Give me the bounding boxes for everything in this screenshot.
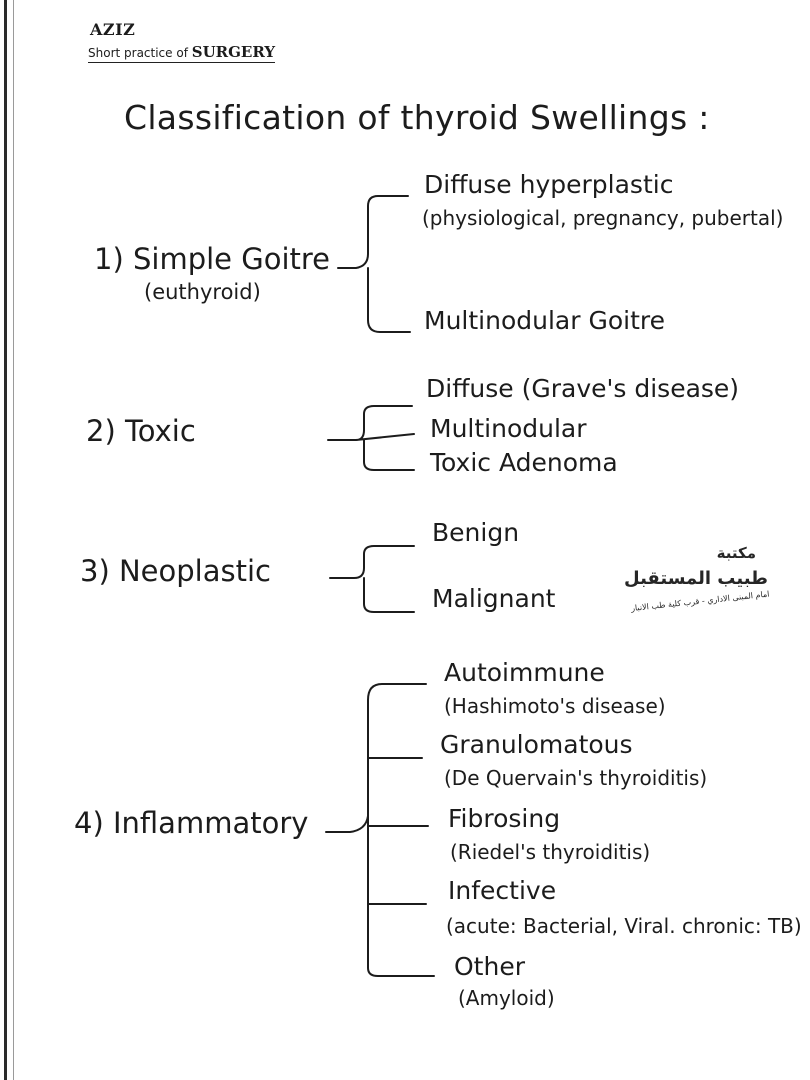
item-other: Other [454,952,525,981]
item-diffuse-graves: Diffuse (Grave's disease) [426,374,740,403]
item-multinodular: Multinodular [430,414,587,443]
item-fibrosing-note: (Riedel's thyroiditis) [450,840,651,864]
header-book-name: SURGERY [191,43,276,61]
page-title: Classification of thyroid Swellings : [124,98,710,137]
page-binding-edge [4,0,14,1080]
item-autoimmune: Autoimmune [444,658,605,687]
stamp-line-1: مكتبة [717,544,756,562]
header-brand: AZIZ [90,20,136,39]
item-diffuse-hyperplastic: Diffuse hyperplastic [424,170,674,199]
category-simple-goitre: 1) Simple Goitre [94,242,330,276]
bracket-inflammatory [325,683,435,977]
item-fibrosing: Fibrosing [448,804,561,833]
bracket-neoplastic [329,545,415,613]
item-infective: Infective [448,876,557,905]
header-book-title: Short practice of SURGERY [88,43,276,63]
item-granulomatous: Granulomatous [440,730,633,759]
stamp-line-2: طبيب المستقبل [624,568,768,589]
item-diffuse-hyperplastic-note: (physiological, pregnancy, pubertal) [422,206,784,230]
bookshop-stamp: مكتبة طبيب المستقبل امام المبنى الاداري … [624,544,770,614]
item-toxic-adenoma: Toxic Adenoma [430,448,618,477]
item-autoimmune-note: (Hashimoto's disease) [444,694,666,718]
item-granulomatous-note: (De Quervain's thyroiditis) [444,766,708,790]
category-toxic: 2) Toxic [86,414,196,448]
bracket-toxic [327,405,415,471]
item-multinodular-goitre: Multinodular Goitre [424,306,665,335]
item-infective-note: (acute: Bacterial, Viral. chronic: TB) [446,914,802,938]
category-inflammatory: 4) Inflammatory [74,806,309,840]
category-neoplastic: 3) Neoplastic [80,554,271,588]
header-book-prefix: Short practice of [88,46,192,60]
stamp-line-3: امام المبنى الاداري - قرب كلية طب الانبا… [630,590,770,614]
category-simple-goitre-note: (euthyroid) [144,280,261,304]
bracket-simple-goitre [337,195,411,333]
item-other-note: (Amyloid) [458,986,555,1010]
item-malignant: Malignant [432,584,556,613]
item-benign: Benign [432,518,520,547]
